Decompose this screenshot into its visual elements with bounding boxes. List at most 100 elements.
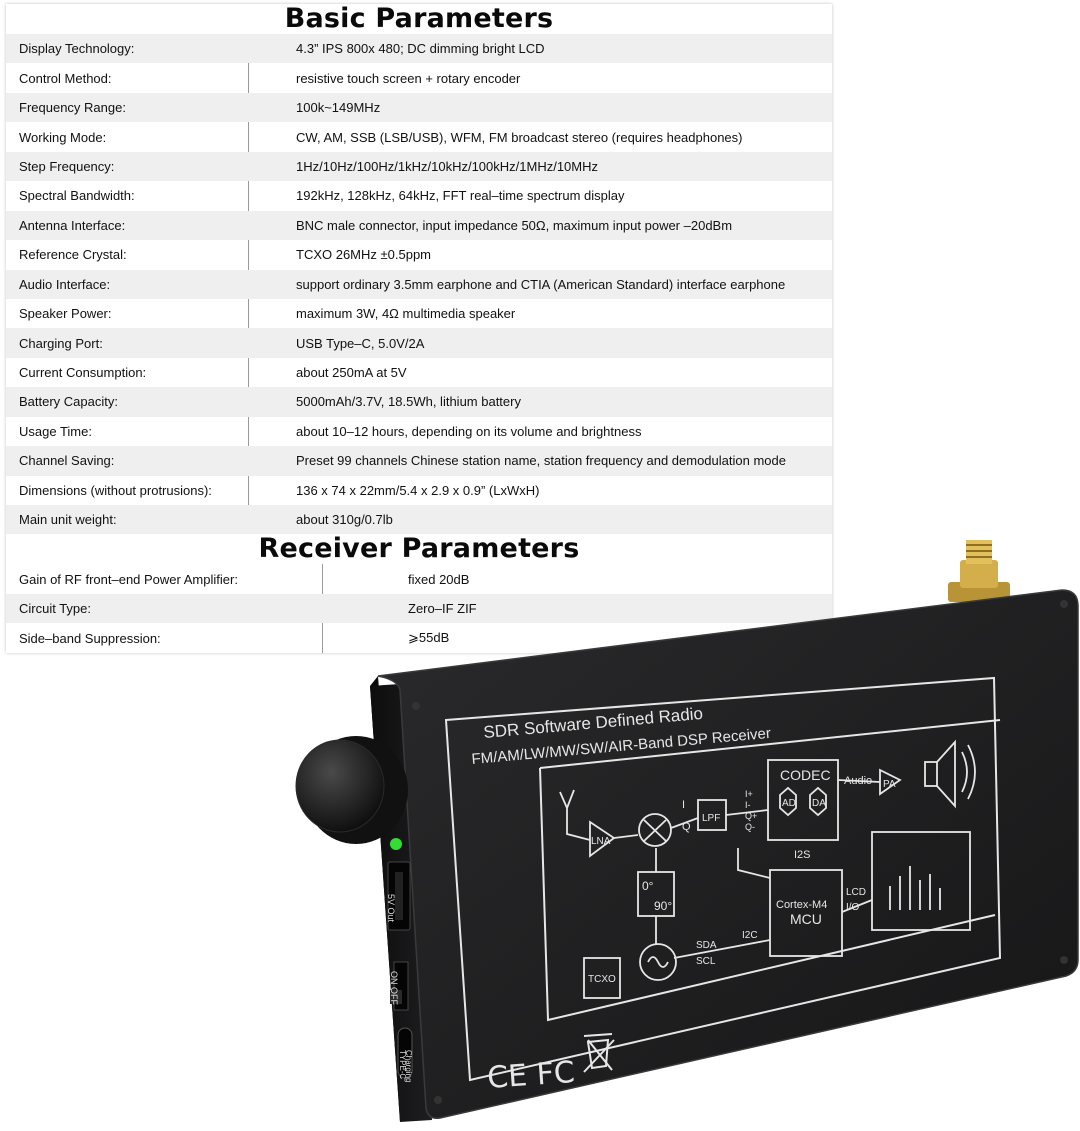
sma-antenna-connector [948, 540, 1010, 602]
basic-parameter-label: Charging Port: [19, 335, 103, 351]
basic-parameter-label: Step Frequency: [19, 158, 115, 174]
basic-parameter-label: Speaker Power: [19, 306, 112, 322]
basic-parameter-label: Control Method: [19, 70, 112, 86]
basic-parameter-value: 192kHz, 128kHz, 64kHz, FFT real–time spe… [296, 188, 625, 204]
basic-parameter-value: CW, AM, SSB (LSB/USB), WFM, FM broadcast… [296, 129, 743, 145]
basic-parameter-label: Main unit weight: [19, 512, 117, 528]
receiver-parameter-label: Side–band Suppression: [19, 630, 161, 646]
weee-bin-icon [583, 1033, 615, 1073]
basic-parameter-value: maximum 3W, 4Ω multimedia speaker [296, 306, 516, 322]
basic-parameter-label: Battery Capacity: [19, 394, 118, 410]
mcu-label-line2: MCU [790, 911, 822, 927]
basic-parameter-row: Antenna Interface: BNC male connector, in… [6, 210, 832, 241]
lcd-label: LCD [846, 887, 866, 898]
basic-parameter-label: Display Technology: [19, 41, 135, 57]
i2s-label: I2S [794, 849, 811, 861]
deg0-label: 0° [642, 879, 654, 893]
spec-sheet: Basic Parameters Display Technology: 4.3”… [6, 4, 832, 653]
basic-parameter-row: Dimensions (without protrusions): 136 x 7… [6, 476, 832, 505]
i-label: I [682, 799, 685, 811]
basic-parameter-row: Usage Time: about 10–12 hours, depending … [6, 417, 832, 446]
basic-parameter-row: Display Technology: 4.3” IPS 800x 480; DC… [6, 34, 832, 64]
basic-parameter-value: 4.3” IPS 800x 480; DC dimming bright LCD [296, 41, 545, 57]
basic-parameters-table: Display Technology: 4.3” IPS 800x 480; DC… [6, 34, 832, 535]
receiver-parameter-label: Gain of RF front–end Power Amplifier: [19, 571, 238, 587]
basic-parameter-row: Battery Capacity: 5000mAh/3.7V, 18.5Wh, l… [6, 387, 832, 417]
basic-parameter-value: BNC male connector, input impedance 50Ω,… [296, 217, 733, 233]
lna-label: LNA [591, 836, 611, 847]
mcu-label-line1: Cortex-M4 [776, 899, 827, 911]
basic-parameters-title: Basic Parameters [284, 3, 554, 34]
basic-parameter-label: Current Consumption: [19, 365, 147, 381]
iq-out-label-3: Q- [745, 822, 755, 832]
basic-parameter-label: Audio Interface: [19, 276, 111, 292]
charging-label: Charging [404, 1050, 413, 1082]
block-diagram [559, 739, 976, 999]
i2c-label: I2C [742, 930, 758, 941]
scl-label: SCL [696, 956, 716, 967]
io-label: I/O [846, 902, 860, 913]
basic-parameter-row: Channel Saving: Preset 99 channels Chines… [6, 446, 832, 476]
rotary-encoder-knob [295, 736, 408, 844]
basic-parameter-row: Step Frequency: 1Hz/10Hz/100Hz/1kHz/10kHz… [6, 151, 832, 182]
typec-label: TYPE-C [398, 1050, 407, 1080]
basic-parameter-value: 1Hz/10Hz/100Hz/1kHz/10kHz/100kHz/1MHz/10… [296, 158, 598, 174]
receiver-parameter-row: Circuit Type: Zero–IF ZIF [6, 593, 832, 624]
audio-label: Audio [844, 775, 872, 787]
receiver-parameter-row: Side–band Suppression: ⩾55dB [6, 623, 832, 652]
receiver-parameter-value: fixed 20dB [408, 571, 470, 587]
basic-parameter-row: Charging Port: USB Type–C, 5.0V/2A [6, 328, 832, 358]
power-led [390, 838, 402, 850]
iq-out-label-2: Q+ [745, 811, 757, 821]
basic-parameter-label: Usage Time: [19, 423, 92, 439]
basic-parameter-label: Dimensions (without protrusions): [19, 482, 212, 498]
basic-parameter-row: Control Method: resistive touch screen + … [6, 63, 832, 92]
receiver-parameter-label: Circuit Type: [19, 601, 92, 617]
receiver-parameter-value: Zero–IF ZIF [408, 601, 477, 617]
usb-out-label: 5V Out [386, 894, 396, 923]
basic-parameter-value: about 250mA at 5V [296, 365, 407, 381]
basic-parameter-row: Frequency Range: 100k~149MHz [6, 92, 832, 123]
sda-label: SDA [696, 940, 717, 951]
basic-parameter-label: Frequency Range: [19, 100, 126, 116]
basic-parameter-label: Channel Saving: [19, 453, 115, 469]
basic-parameter-label: Reference Crystal: [19, 247, 127, 263]
basic-parameter-row: Working Mode: CW, AM, SSB (LSB/USB), WFM,… [6, 122, 832, 151]
basic-parameter-value: 136 x 74 x 22mm/5.4 x 2.9 x 0.9” (LxWxH) [296, 482, 540, 498]
basic-parameter-value: 5000mAh/3.7V, 18.5Wh, lithium battery [296, 394, 521, 410]
basic-parameter-value: Preset 99 channels Chinese station name,… [296, 453, 786, 469]
pa-label: PA [883, 779, 896, 790]
receiver-parameter-value: ⩾55dB [408, 630, 450, 646]
basic-parameter-value: about 10–12 hours, depending on its volu… [296, 423, 642, 439]
basic-parameter-row: Main unit weight: about 310g/0.7lb [6, 505, 832, 535]
iq-out-label-1: I- [745, 800, 751, 810]
basic-parameter-row: Reference Crystal: TCXO 26MHz ±0.5ppm [6, 240, 832, 269]
basic-parameter-value: 100k~149MHz [296, 100, 381, 116]
receiver-parameter-row: Gain of RF front–end Power Amplifier: fix… [6, 564, 832, 593]
basic-parameter-value: about 310g/0.7lb [296, 512, 393, 528]
deg90-label: 90° [654, 899, 672, 913]
basic-parameter-value: USB Type–C, 5.0V/2A [296, 335, 425, 351]
lpf-label: LPF [702, 813, 720, 824]
basic-parameter-value: resistive touch screen + rotary encoder [296, 70, 521, 86]
basic-parameter-row: Spectral Bandwidth: 192kHz, 128kHz, 64kHz… [6, 181, 832, 210]
receiver-parameters-title: Receiver Parameters [258, 533, 580, 565]
basic-parameter-value: TCXO 26MHz ±0.5ppm [296, 247, 432, 263]
basic-parameter-row: Audio Interface: support ordinary 3.5mm e… [6, 269, 832, 299]
switch-label: ON OFF [389, 971, 399, 1005]
iq-out-label-0: I+ [745, 789, 753, 799]
receiver-parameters-table: Gain of RF front–end Power Amplifier: fix… [6, 564, 832, 653]
basic-parameter-row: Speaker Power: maximum 3W, 4Ω multimedia … [6, 299, 832, 328]
certification-marks: CE FC [486, 1055, 576, 1096]
ad-label: AD [782, 798, 796, 809]
basic-parameter-value: support ordinary 3.5mm earphone and CTIA… [296, 276, 786, 292]
da-label: DA [812, 798, 826, 809]
codec-label: CODEC [780, 767, 831, 783]
basic-parameter-label: Antenna Interface: [19, 217, 126, 233]
usb-c-port [397, 1027, 413, 1079]
q-label: Q [682, 821, 691, 833]
basic-parameter-label: Working Mode: [19, 129, 107, 145]
basic-parameter-label: Spectral Bandwidth: [19, 188, 135, 204]
basic-parameter-row: Current Consumption: about 250mA at 5V [6, 358, 832, 387]
